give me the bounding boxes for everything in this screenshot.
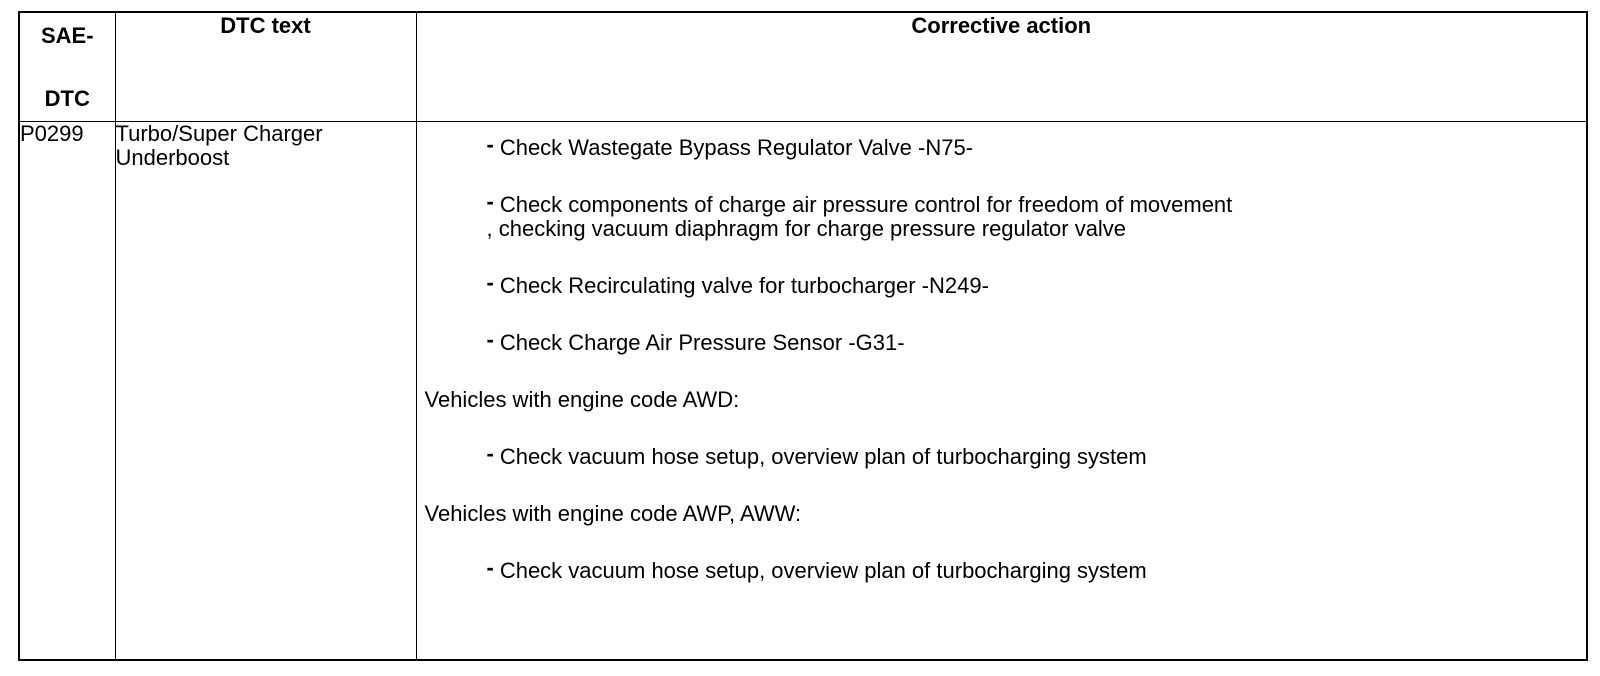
- dash-bullet: -: [486, 440, 494, 466]
- header-dtc-text: DTC text: [114, 11, 417, 122]
- action-text: Check Charge Air Pressure Sensor -G31-: [499, 329, 905, 355]
- dtc-table: SAE- DTC DTC text Corrective action P029…: [18, 11, 1588, 661]
- dtc-description: Turbo/Super Charger Underboost: [114, 120, 417, 661]
- dash-bullet: -: [486, 188, 494, 214]
- action-item: -Check Wastegate Bypass Regulator Valve …: [425, 131, 1587, 160]
- action-item: -Check vacuum hose setup, overview plan …: [425, 440, 1587, 469]
- action-item: -Check vacuum hose setup, overview plan …: [425, 554, 1587, 583]
- condition-label: Vehicles with engine code AWD:: [424, 386, 740, 412]
- header-row: SAE- DTC DTC text Corrective action: [18, 11, 1588, 122]
- dtc-code: P0299: [18, 120, 116, 661]
- dash-bullet: -: [486, 554, 494, 580]
- dash-bullet: -: [486, 269, 494, 295]
- action-text: Check vacuum hose setup, overview plan o…: [499, 443, 1147, 469]
- header-corrective-action: Corrective action: [415, 11, 1588, 122]
- action-text: Check components of charge air pressure …: [499, 191, 1233, 217]
- action-text: Check Recirculating valve for turbocharg…: [499, 272, 989, 298]
- corrective-action-list: -Check Wastegate Bypass Regulator Valve …: [417, 122, 1587, 583]
- header-sae-line1: SAE-: [40, 23, 94, 48]
- corrective-action-cell: -Check Wastegate Bypass Regulator Valve …: [415, 120, 1588, 661]
- action-text: Check vacuum hose setup, overview plan o…: [499, 557, 1147, 583]
- header-sae-dtc: SAE- DTC: [18, 11, 116, 122]
- dash-bullet: -: [486, 131, 494, 157]
- action-text: Check Wastegate Bypass Regulator Valve -…: [499, 134, 974, 160]
- action-item: -Check components of charge air pressure…: [425, 188, 1587, 217]
- dash-bullet: -: [486, 326, 494, 352]
- action-item: -Check Charge Air Pressure Sensor -G31-: [425, 326, 1587, 355]
- action-item: -Check Recirculating valve for turbochar…: [425, 269, 1587, 298]
- table-row: P0299 Turbo/Super Charger Underboost -Ch…: [18, 120, 1588, 661]
- action-item-continuation: , checking vacuum diaphragm for charge p…: [486, 215, 1127, 241]
- header-sae-line2: DTC: [44, 86, 90, 111]
- condition-label: Vehicles with engine code AWP, AWW:: [424, 500, 802, 526]
